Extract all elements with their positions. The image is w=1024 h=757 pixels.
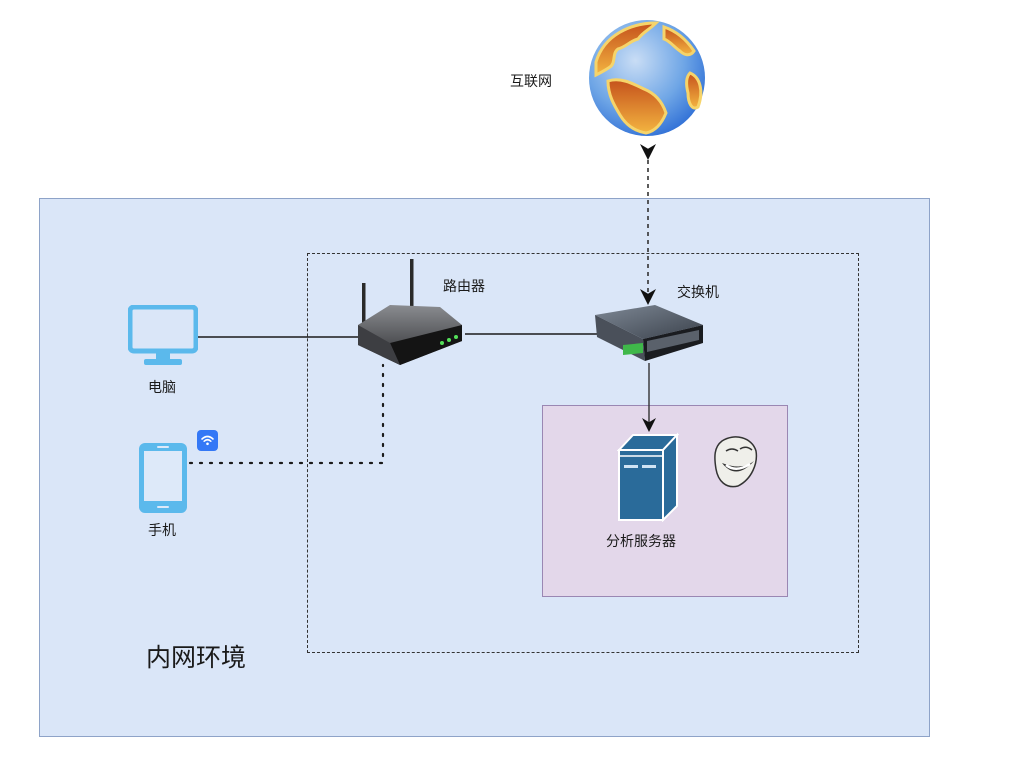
globe-icon	[589, 20, 705, 136]
troll-face-icon	[714, 436, 758, 488]
router-node[interactable]	[350, 255, 470, 371]
phone-label: 手机	[148, 523, 176, 539]
server-tower-icon	[616, 432, 680, 523]
server-node[interactable]	[616, 432, 680, 526]
intranet-zone-label: 内网环境	[146, 643, 247, 672]
server-label: 分析服务器	[606, 534, 676, 550]
wifi-icon	[197, 430, 218, 451]
desktop-monitor-icon	[127, 304, 199, 365]
wifi-badge	[197, 430, 218, 455]
edge-phone-router	[188, 363, 385, 465]
troll-node	[712, 433, 758, 493]
wifi-router-icon	[358, 259, 462, 365]
switch-label: 交换机	[677, 285, 719, 301]
internet-node[interactable]	[586, 17, 708, 143]
computer-node[interactable]	[127, 304, 199, 373]
smartphone-icon	[139, 443, 187, 513]
network-switch-icon	[595, 305, 703, 361]
phone-node[interactable]	[139, 443, 187, 517]
core-network-zone	[307, 253, 859, 653]
computer-label: 电脑	[148, 380, 176, 396]
internet-label: 互联网	[510, 74, 552, 90]
router-label: 路由器	[443, 279, 485, 295]
switch-node[interactable]	[593, 303, 705, 369]
